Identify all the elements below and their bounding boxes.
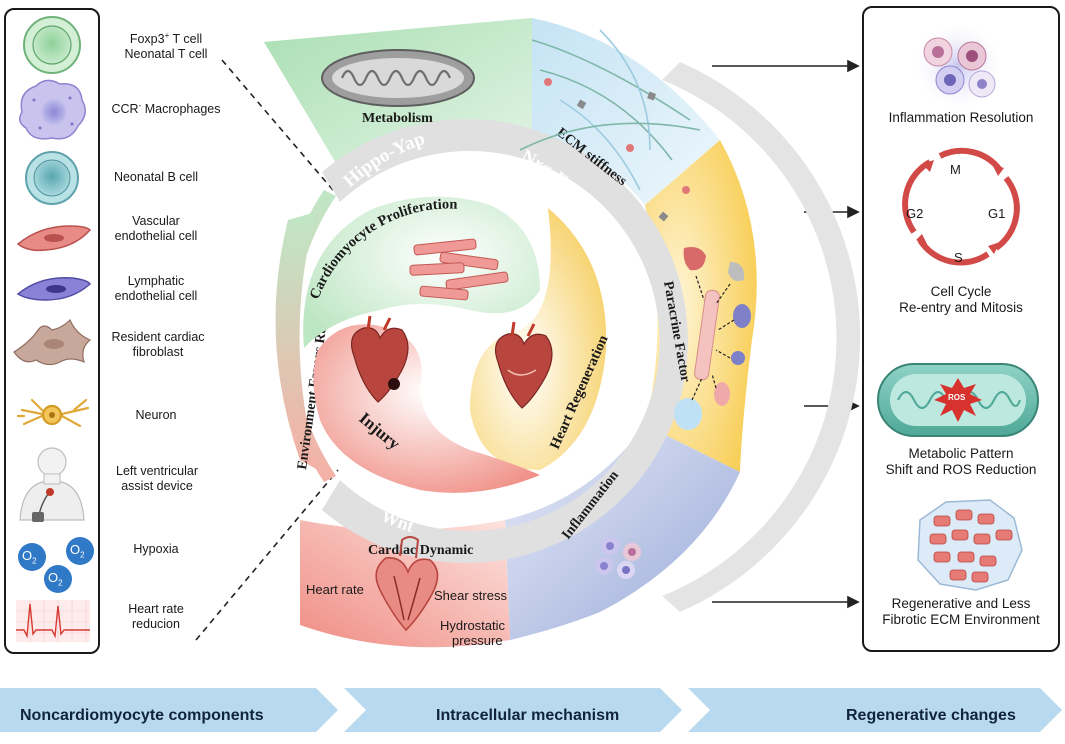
cycle-label-s: S [954,250,963,265]
outer-gray-arc [662,62,861,612]
regenerating-heart-icon [495,321,553,409]
cardiac-label-heart-rate: Heart rate [306,582,364,597]
inflammation-cells-icon [595,537,641,579]
sector-label-cardiac-dynamic: Cardiac Dynamic [368,543,473,558]
sector-label-metabolism: Metabolism [362,111,433,126]
label-hypoxia: Hypoxia [133,542,179,556]
footer-chevrons [0,688,1062,732]
label-neuron: Neuron [135,408,177,422]
ecm-fibers-icon [519,29,701,222]
label-ccr-macrophages: CCR- Macrophages [111,101,221,117]
ros-mitochondrion-icon [877,363,1039,437]
oxygen-molecules-icon [18,537,94,593]
label-foxp3-t-cell: Foxp3+ T cell Neonatal T cell [124,31,208,62]
cell-cycle-ring-icon [902,147,1020,266]
neuron-icon [16,398,90,428]
o2-label-2: O2 [70,542,85,560]
ecg-trace-icon [16,600,90,642]
paracrine-cells-icon [674,247,751,430]
regenerative-tissue-icon [917,499,1023,591]
t-cell-icon [23,16,81,74]
inflammation-sector [505,425,740,640]
cardiac-label-shear: Shear stress [434,588,507,603]
cycle-label-g1: G1 [988,206,1006,221]
fibroblast-icon [13,318,92,366]
cycle-label-m: M [950,162,961,177]
cardiac-label-hydro1: Hydrostatic [440,618,506,633]
lvad-patient-icon [19,447,85,522]
lymphatic-endothelial-cell-icon [16,277,91,301]
injured-heart-icon [351,315,409,403]
heart-cross-section-icon [375,536,439,632]
o2-label-1: O2 [22,548,37,566]
macrophage-icon [19,79,86,140]
label-neonatal-b-cell: Neonatal B cell [113,170,199,184]
vascular-endothelial-cell-icon [16,225,92,252]
o2-label-3: O2 [48,570,63,588]
mitochondrion-icon [321,49,475,107]
b-cell-icon [25,151,79,205]
footer-regenerative: Regenerative changes [846,707,1016,724]
left-panel-icons [13,16,94,642]
cycle-label-g2: G2 [906,206,924,221]
resolved-immune-cells-icon [912,20,1004,112]
pathway-ring [322,118,688,563]
ros-label: ROS [948,393,966,402]
footer-intracellular: Intracellular mechanism [436,707,620,724]
cardiac-label-hydro2: pressure [452,633,503,648]
footer-noncardiomyocyte: Noncardiomyocyte components [20,707,264,724]
label-inflammation-resolution: Inflammation Resolution [888,110,1034,125]
cardiomyocytes-icon [409,238,509,301]
